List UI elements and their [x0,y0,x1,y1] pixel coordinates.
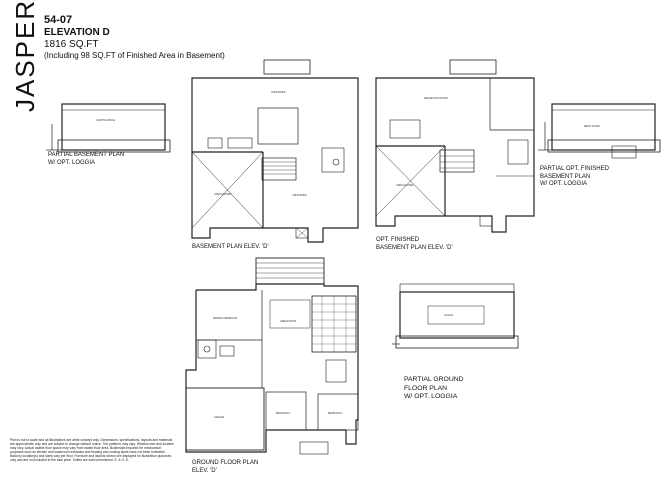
room-label-tiny: RECREATION ROOM [424,97,448,100]
legal-disclaimer: Plan is not to scale and all illustratio… [10,438,175,463]
partial-ground-floor-label: PARTIAL GROUND FLOOR PLAN W/ OPT. LOGGIA [404,376,464,400]
partial-basement-plan-label: PARTIAL BASEMENT PLAN W/ OPT. LOGGIA [48,152,125,166]
elevation-label: ELEVATION D [44,27,110,38]
room-label-tiny: CANTINA SPACE [96,119,115,122]
room-label-tiny: LOGGIA [444,314,454,317]
ground-floor-plan-label: GROUND FLOOR PLAN ELEV. 'D' [192,460,259,474]
area-note: (Including 98 SQ.FT of Finished Area in … [44,51,225,60]
partial-opt-finished-label: PARTIAL OPT. FINISHED BASEMENT PLAN W/ O… [540,166,609,187]
room-label-tiny: UNFINISHED [271,91,286,94]
partial-basement-plan-drawing [46,103,171,153]
model-code: 54-07 [44,14,73,26]
opt-finished-basement-plan-drawing [375,59,535,233]
room-label-tiny: UNFINISHED [292,194,307,197]
basement-plan-label: BASEMENT PLAN ELEV. 'D' [192,244,269,250]
partial-opt-finished-basement-drawing [538,103,661,159]
room-label-tiny: BEDROOM 2 [276,412,291,415]
basement-plan-drawing [191,59,359,243]
partial-ground-floor-drawing [392,283,519,349]
area-label: 1816 SQ.FT [44,39,99,50]
room-label-tiny: UNEXCAVATED [396,184,414,187]
ground-floor-plan-drawing [185,257,359,455]
room-label-tiny: RECR. ROOM [584,125,600,128]
opt-finished-basement-label: OPT. FINISHED BASEMENT PLAN ELEV. 'D' [376,237,453,251]
room-label-tiny: BEDROOM 3 [328,412,343,415]
room-label-tiny: GREAT ROOM [280,320,296,323]
room-label-tiny: GARAGE [214,416,225,419]
room-label-tiny: PRIMARY BEDROOM [213,317,237,320]
room-label-tiny: UNEXCAVATED [214,193,232,196]
